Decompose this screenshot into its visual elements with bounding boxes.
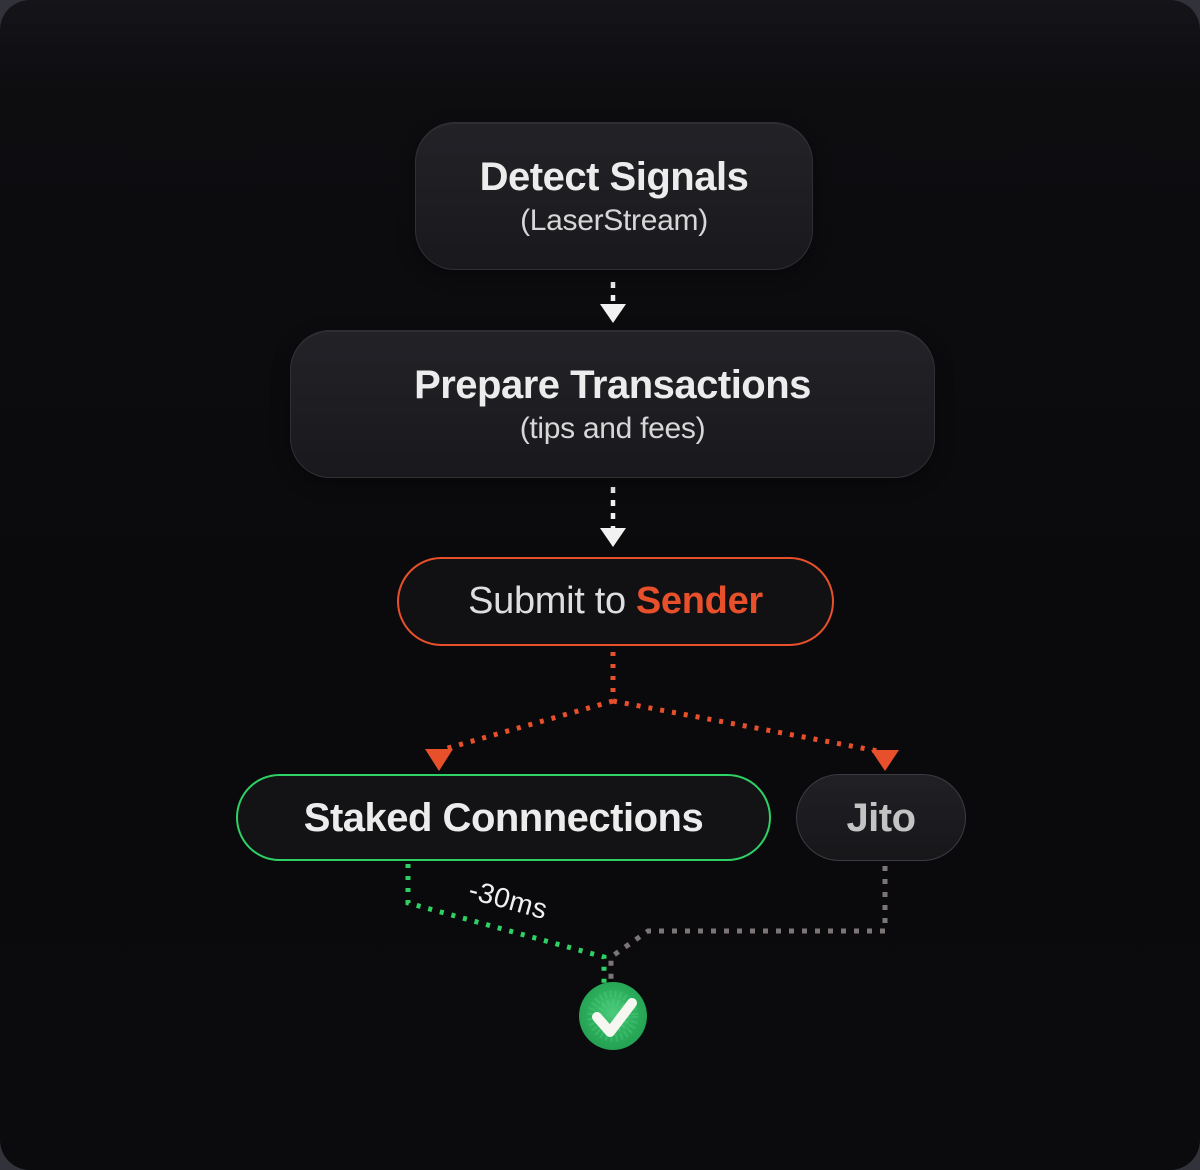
latency-label: -30ms [465, 873, 552, 926]
node-title: Staked Connnections [303, 795, 704, 840]
connector-prepare-to-submit [600, 487, 626, 547]
node-subtitle: (tips and fees) [519, 412, 706, 445]
node-detect-signals: Detect Signals (LaserStream) [415, 122, 813, 270]
node-prepare-transactions: Prepare Transactions (tips and fees) [290, 330, 935, 478]
connector-detect-to-prepare [600, 282, 626, 323]
submit-prefix-text: Submit to [468, 580, 626, 622]
success-check-icon [579, 982, 647, 1050]
node-jito: Jito [796, 774, 966, 861]
node-subtitle: (LaserStream) [520, 204, 708, 237]
node-title: Jito [846, 795, 916, 840]
node-title: Detect Signals [479, 155, 749, 199]
node-submit-to-sender: Submit to Sender [397, 557, 834, 646]
connector-jito-to-success [608, 866, 888, 983]
node-title: Prepare Transactions [414, 363, 811, 407]
submit-highlight-text: Sender [635, 580, 763, 622]
node-staked-connections: Staked Connnections [236, 774, 771, 861]
connector-submit-to-jito [612, 698, 899, 771]
connector-submit-to-staked [425, 652, 616, 771]
